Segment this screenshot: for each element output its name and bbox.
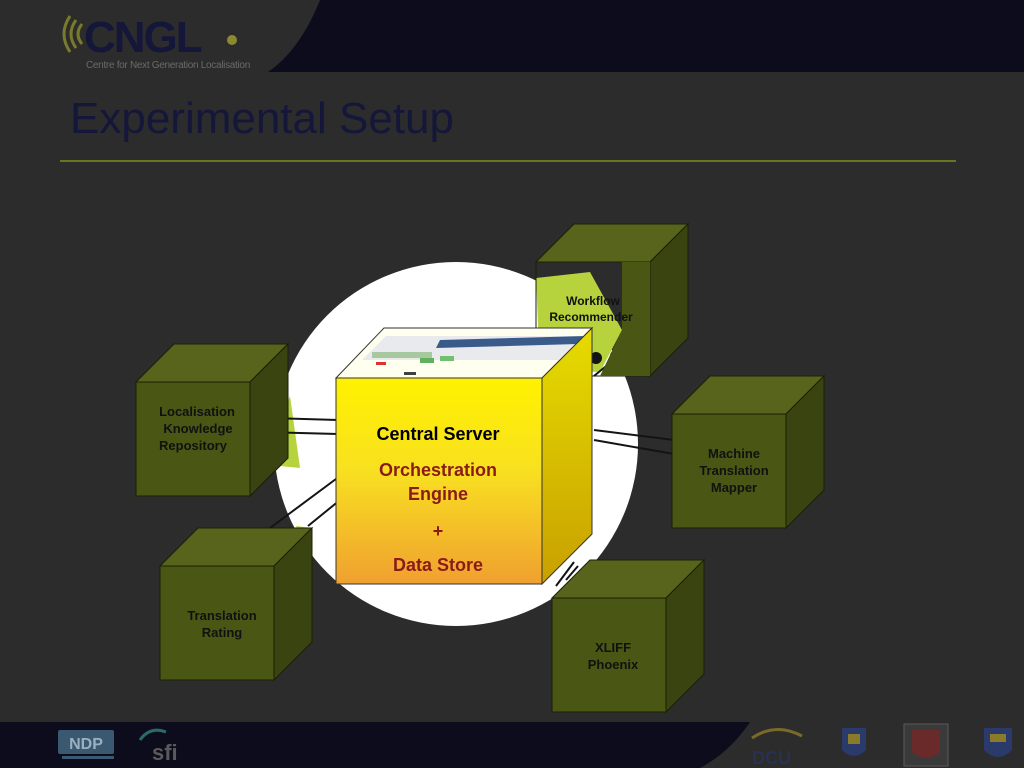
footer-bar: NDP sfi DCU xyxy=(0,722,1024,768)
box-xliff-phoenix: XLIFF Phoenix xyxy=(550,558,706,714)
cngl-logo: CNGL xyxy=(62,13,237,62)
rating-label-line2: Rating xyxy=(202,625,243,640)
slide-title: Experimental Setup xyxy=(70,94,454,143)
cngl-logo-text: CNGL xyxy=(84,13,202,62)
cngl-logo-subtitle: Centre for Next Generation Localisation xyxy=(86,60,250,71)
rating-label-line1: Translation xyxy=(187,608,256,623)
workflow-label-line1: Workflow xyxy=(566,294,620,308)
sfi-logo: sfi xyxy=(138,728,178,765)
svg-text:sfi: sfi xyxy=(152,740,178,765)
ul-crest-logo xyxy=(984,728,1012,757)
box-workflow-recommender: Workflow Recommender xyxy=(534,222,690,378)
box-machine-translation-mapper: Machine Translation Mapper xyxy=(670,374,826,530)
header-bar: CNGL Centre for Next Generation Localisa… xyxy=(0,0,1024,72)
dcu-logo: DCU xyxy=(751,728,803,768)
mt-label-line2: Translation xyxy=(699,463,768,478)
server-line-engine: Engine xyxy=(408,484,468,504)
workflow-label-line2: Recommender xyxy=(549,310,633,324)
svg-text:NDP: NDP xyxy=(69,736,103,753)
lkr-label-line2: Knowledge xyxy=(163,421,232,436)
server-line-orchestration: Orchestration xyxy=(379,460,497,480)
lkr-label-line1: Localisation xyxy=(159,404,235,419)
mt-label-line1: Machine xyxy=(708,446,760,461)
title-underline xyxy=(60,160,956,162)
ndp-logo: NDP xyxy=(58,730,114,759)
mt-label-line3: Mapper xyxy=(711,480,757,495)
connector-plug-workflow-1 xyxy=(590,352,602,364)
box-localisation-knowledge-repository: Localisation Knowledge Repository xyxy=(134,342,290,498)
box-central-server: Central Server Orchestration Engine + Da… xyxy=(334,326,594,586)
box-translation-rating: Translation Rating xyxy=(158,526,314,682)
server-top-screenshot-thumbnail xyxy=(362,336,586,375)
xliff-label-line1: XLIFF xyxy=(595,640,631,655)
server-line-datastore: Data Store xyxy=(393,555,483,575)
server-plus: + xyxy=(433,521,444,541)
svg-text:DCU: DCU xyxy=(752,748,791,768)
tcd-crest-logo xyxy=(903,723,949,767)
header-dark-band xyxy=(268,0,1024,72)
ucd-crest-logo xyxy=(842,728,866,756)
lkr-label-line3: Repository xyxy=(159,438,228,453)
xliff-label-line2: Phoenix xyxy=(588,657,639,672)
server-title: Central Server xyxy=(376,424,499,444)
